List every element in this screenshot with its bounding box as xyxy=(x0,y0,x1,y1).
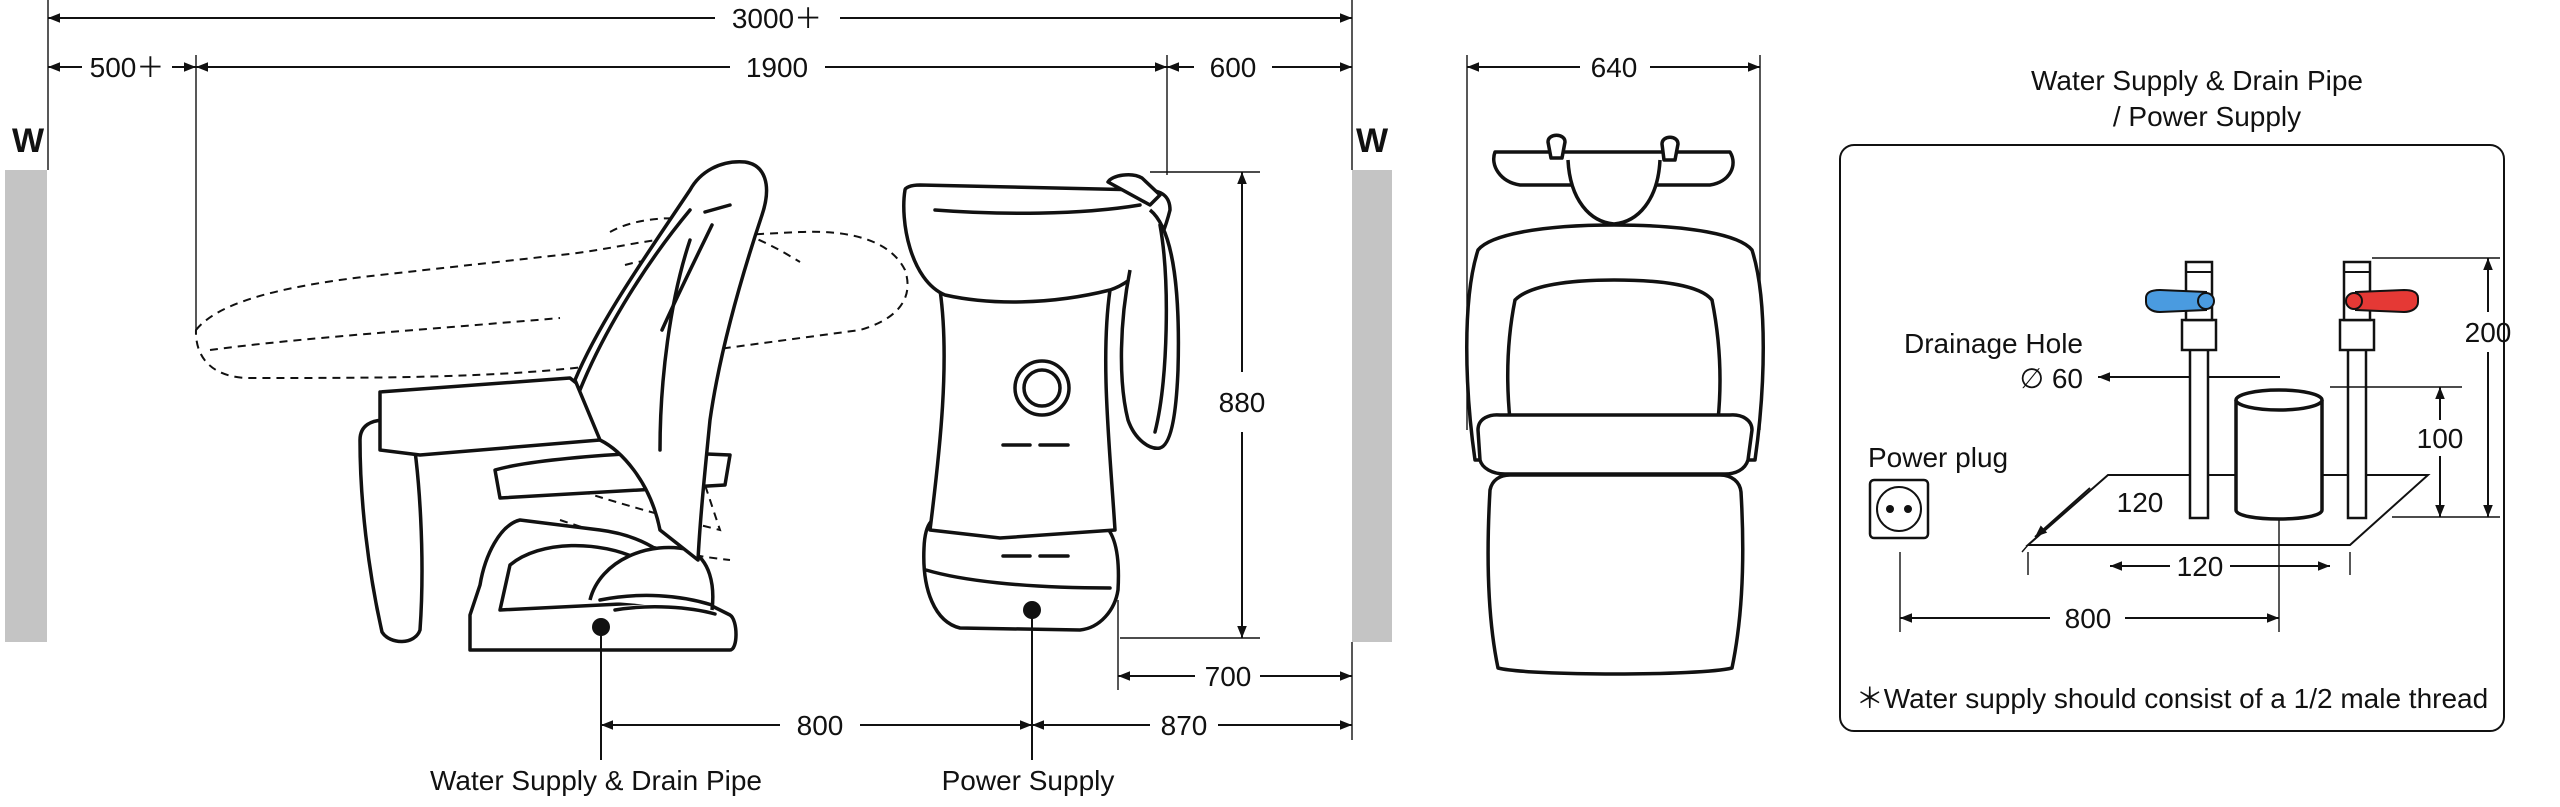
dim-width-120: 120 xyxy=(2177,551,2224,582)
right-wall-label: W xyxy=(1356,122,1389,160)
washbasin-side-view xyxy=(902,173,1181,632)
power-plug-label: Power plug xyxy=(1868,442,2008,473)
dim-basin-height: 880 xyxy=(1219,387,1266,418)
detail-dimension-lines xyxy=(1899,257,2500,632)
right-wall xyxy=(1352,170,1392,642)
detail-title-line1: Water Supply & Drain Pipe xyxy=(2031,65,2363,96)
dim-drain-height-100: 100 xyxy=(2417,423,2464,454)
water-supply-drain-label: Water Supply & Drain Pipe xyxy=(430,765,762,796)
drainage-hole-label: Drainage Hole xyxy=(1904,328,2083,359)
shampoo-unit-front-view xyxy=(1465,133,1765,676)
dim-top-width: 640 xyxy=(1591,52,1638,83)
water-supply-note: ＊Water supply should consist of a 1/2 ma… xyxy=(1856,683,2488,714)
dim-basin-to-wall: 700 xyxy=(1205,661,1252,692)
dim-front-clearance: 600 xyxy=(1210,52,1257,83)
dim-pipe-height-200: 200 xyxy=(2465,317,2512,348)
dimension-lines-bottom xyxy=(601,600,1353,740)
dim-reclined-length: 1900 xyxy=(746,52,808,83)
dim-total-width: 3000＋ xyxy=(732,3,822,34)
left-wall xyxy=(5,170,47,642)
shampoo-chair-side-view xyxy=(358,160,769,652)
detail-title-line2: / Power Supply xyxy=(2113,101,2301,132)
dimension-height xyxy=(1120,171,1260,639)
cold-water-handle-icon xyxy=(2145,288,2215,314)
hot-water-pipe xyxy=(2338,260,2376,520)
dim-rear-clearance: 500＋ xyxy=(90,52,165,83)
drainage-diameter-label: ∅ 60 xyxy=(2020,363,2083,394)
drain-cylinder xyxy=(2234,388,2324,521)
hot-water-handle-icon xyxy=(2345,288,2419,314)
dim-plug-to-drain-800: 800 xyxy=(2065,603,2112,634)
left-wall-label: W xyxy=(12,122,45,160)
dim-power-to-wall: 870 xyxy=(1161,710,1208,741)
dim-supply-to-power: 800 xyxy=(797,710,844,741)
detail-box xyxy=(1839,144,2505,732)
dim-depth-120: 120 xyxy=(2117,487,2164,518)
power-plug-icon xyxy=(1868,478,1930,540)
power-supply-label: Power Supply xyxy=(942,765,1115,796)
dimension-lines-top xyxy=(47,0,1353,330)
